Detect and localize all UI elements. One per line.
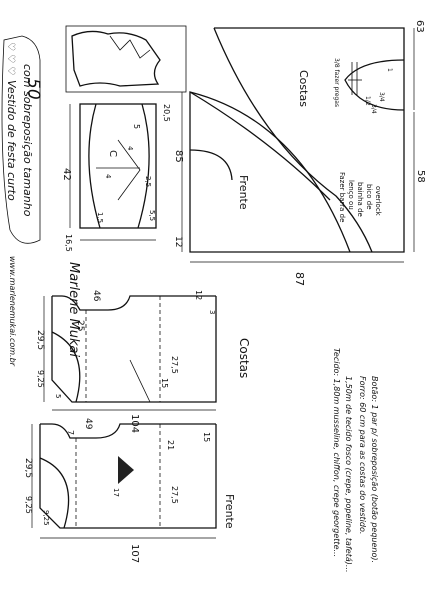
- dim-85: 85: [173, 150, 184, 163]
- frente-dim-17: 17: [112, 488, 120, 497]
- label-c: C: [107, 150, 118, 157]
- frente-dim-7: 7: [66, 430, 75, 435]
- frente-dim-49: 49: [83, 418, 93, 430]
- costas-dim-25: 25: [75, 320, 85, 331]
- dim-4b: 4: [104, 174, 112, 179]
- frente-dim-29-5: 29,5: [23, 458, 33, 478]
- label-costas-top: Costas: [297, 70, 310, 107]
- dim-87: 87: [293, 272, 306, 286]
- label-frente: Frente: [223, 494, 236, 529]
- dim-20-5: 20,5: [162, 104, 171, 122]
- dim-5-5: 5,5: [148, 210, 156, 221]
- costas-dim-15: 15: [160, 378, 169, 388]
- dim-1-5a: 1,5: [96, 212, 104, 223]
- label-frente-top: Frente: [237, 175, 250, 210]
- note-tecido-2: 1,50m de tecido fosco (crepe, popeline, …: [344, 376, 353, 572]
- frente-piece: [31, 423, 217, 539]
- dim-4: 4: [126, 146, 134, 151]
- dim-63: 63: [414, 20, 425, 33]
- note-forro: Forro: 60 cm para as costas do vestido.: [358, 376, 367, 534]
- frente-dim-15: 15: [202, 432, 211, 442]
- dim-c2: 1: [386, 68, 393, 72]
- dim-16-5: 16,5: [64, 234, 73, 252]
- title-line2: com sobreposição tamanho: [21, 64, 34, 217]
- dim-c5: 3/4: [370, 104, 377, 114]
- frente-dim-27-5: 27,5: [170, 486, 179, 504]
- dress-sketch: [65, 25, 187, 93]
- dim-5: 5: [132, 124, 141, 129]
- frente-dim-107: 107: [129, 544, 140, 563]
- frente-dim-21: 21: [166, 440, 175, 450]
- website: www.marlenemukai.com.br: [8, 256, 17, 367]
- note-barra-3: bainha de: [356, 182, 364, 217]
- frente-dim-9-25: 9,25: [24, 496, 33, 514]
- costas-dim-27-5: 27,5: [170, 356, 179, 374]
- costas-dim-46: 46: [91, 290, 101, 302]
- bodice-c-piece: [69, 103, 157, 241]
- title-size: 50: [23, 78, 43, 100]
- dim-c4: 1/2: [364, 96, 371, 106]
- dim-42: 42: [61, 168, 72, 181]
- signature: Marlene Mukai: [66, 262, 81, 357]
- note-barra-5: overlock: [374, 186, 382, 217]
- hem-note: Fazer barra de lenço ou bainha de bico d…: [338, 172, 382, 222]
- fabric-notes: Tecido: 1,80m musseline, chiffon, crepe …: [332, 348, 379, 572]
- note-tecido-1: Tecido: 1,80m musseline, chiffon, crepe …: [332, 348, 341, 557]
- note-barra-2: lenço ou: [347, 180, 355, 210]
- costas-dim-3: 3: [208, 310, 216, 314]
- frente-dim-9-25b: 9,25: [42, 510, 50, 526]
- title-hearts: ♡ ♡ ♡: [5, 42, 16, 75]
- costas-dim-9-25: 9,25: [36, 370, 45, 388]
- note-barra-4: bico de: [365, 184, 373, 210]
- costas-dim-12: 12: [194, 290, 203, 300]
- pattern-title: ♡ ♡ ♡ Vestido de festa curto com sobrepo…: [1, 35, 43, 244]
- costas-dim-29-5: 29,5: [35, 330, 45, 350]
- overlay-cape-piece: [181, 27, 415, 263]
- note-barra-1: Fazer barra de: [338, 172, 346, 222]
- dim-12: 12: [173, 236, 183, 247]
- note-pregas: 3/8 fazer pregas: [333, 58, 340, 107]
- costas-piece: [43, 295, 217, 411]
- note-botao: Botão: 1 par p/ sobreposição (botão pequ…: [370, 376, 379, 563]
- title-line1: Vestido de festa curto: [5, 80, 18, 201]
- dim-c3: 3/4: [378, 92, 385, 102]
- dim-58: 58: [415, 170, 426, 183]
- dim-2-5: 2,5: [144, 176, 152, 187]
- costas-dim-5: 5: [54, 394, 62, 398]
- label-costas: Costas: [237, 338, 251, 378]
